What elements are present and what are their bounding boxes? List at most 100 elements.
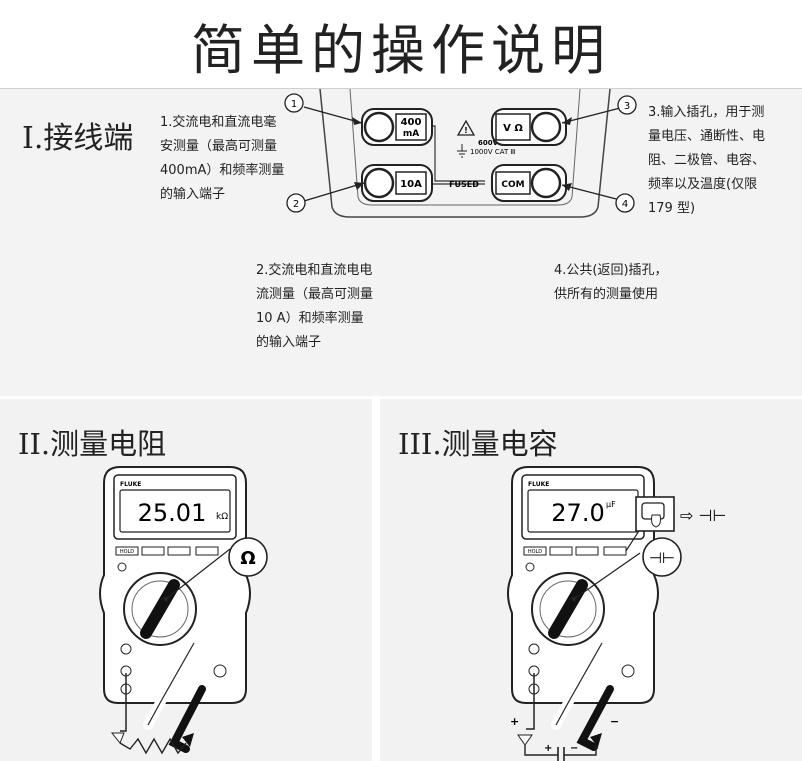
jack-400ma — [363, 111, 395, 143]
cap-polarity-plus: + — [544, 743, 552, 754]
callout-line-1 — [303, 106, 363, 124]
terminal-4-description: 4.公共(返回)插孔， 供所有的测量使用 — [554, 259, 668, 307]
ground-icon — [457, 144, 467, 158]
probe-tip-black — [590, 733, 602, 747]
input-jack — [528, 643, 540, 655]
callout-2 — [286, 193, 306, 213]
terminal-1-description: 1.交流电和直流电毫 安测量（最高可测量 400mA）和频率测量 的输入端子 — [160, 111, 284, 207]
dial-ring — [131, 580, 189, 638]
section-resistance: II.测量电阻 FLUKE 25.01 kΩ HOLD — [0, 399, 372, 761]
cap-polarity-minus: − — [570, 743, 578, 754]
minmax-button[interactable] — [141, 546, 165, 556]
callout-line-4 — [561, 184, 625, 202]
probe-tip-black — [182, 733, 194, 747]
input-jack — [213, 664, 227, 678]
callout-4 — [615, 193, 635, 213]
lcd-unit: kΩ — [216, 512, 228, 522]
test-lead-red — [120, 673, 127, 732]
callout-line-2 — [303, 182, 365, 202]
ohm-callout-circle — [228, 537, 268, 577]
page-title: 简单的操作说明 — [191, 19, 611, 82]
dial-point — [163, 596, 169, 602]
capacitance-callout: ⊣⊢ — [642, 537, 682, 577]
arrow-icon — [354, 182, 364, 190]
polarity-plus: + — [510, 715, 519, 728]
probe-tip-arrow — [110, 732, 125, 744]
capacitance-callout-circle — [642, 537, 682, 577]
desc-line: 10 A）和频率测量 — [256, 311, 364, 326]
input-jack — [621, 664, 635, 678]
header: 简单的操作说明 — [0, 0, 802, 89]
jack-v-label: V Ω — [503, 123, 523, 134]
finger-icon — [651, 514, 661, 528]
terminal-3-description: 3.输入插孔，用于测 量电压、通断性、电 阻、二极管、电容、 频率以及温度(仅限… — [648, 101, 765, 221]
section-capacitance-heading: III.测量电容 — [398, 427, 558, 461]
dial-callout-line — [165, 548, 231, 600]
jack-400ma-label: 400 — [401, 117, 422, 128]
polarity-minus: − — [610, 715, 619, 728]
range-button[interactable] — [167, 546, 191, 556]
lcd-reading: 27.0 — [551, 499, 604, 527]
meter-outline — [319, 89, 611, 218]
arrow-icon — [562, 117, 572, 125]
section-capacitance: III.测量电容 FLUKE 27.0 μF HOLD — [380, 399, 802, 761]
label-box — [495, 171, 531, 195]
label-box — [395, 171, 427, 195]
capacitor-circuit — [524, 745, 597, 756]
label-box — [395, 113, 427, 141]
terminal-diagram: 400 mA 10A FUSED ! 600V CAT Ⅳ 1000V CAT … — [284, 89, 637, 218]
desc-line: 流测量（最高可测量 — [256, 287, 374, 302]
arrow-icon — [352, 117, 362, 125]
section-resistance-heading: II.测量电阻 — [18, 427, 167, 461]
resistor-symbol — [119, 737, 187, 755]
dial-point — [571, 596, 577, 602]
hold-button[interactable] — [115, 546, 139, 556]
desc-line: 179 型) — [648, 201, 696, 216]
section-terminals-heading: I.接线端 — [22, 121, 134, 156]
desc-line: 阻、二极管、电容、 — [648, 153, 766, 168]
hold-button-label: HOLD — [120, 549, 134, 555]
arrow-icon — [562, 183, 572, 191]
desc-line: 4.公共(返回)插孔， — [554, 263, 668, 278]
desc-line: 的输入端子 — [160, 187, 226, 202]
dial-callout-line — [573, 552, 641, 600]
backlight-button[interactable] — [195, 546, 219, 556]
lcd-reading: 25.01 — [138, 499, 207, 527]
jack-400ma-unit: mA — [403, 129, 419, 139]
hold-button[interactable] — [523, 546, 547, 556]
lcd-unit: μF — [606, 500, 616, 509]
probe-outline — [555, 642, 603, 726]
desc-line: 安测量（最高可测量 — [160, 139, 278, 154]
test-lead-red — [526, 673, 535, 730]
capacitance-mode-icon: ⇨ ⊣⊢ — [680, 506, 726, 525]
capacitor-symbol-icon: ⊣⊢ — [649, 549, 675, 567]
hold-button-label: HOLD — [528, 549, 542, 555]
minmax-button[interactable] — [549, 546, 573, 556]
terminal-2-description: 2.交流电和直流电电 流测量（最高可测量 10 A）和频率测量 的输入端子 — [256, 259, 373, 355]
dial-ring — [539, 580, 597, 638]
warning-mark: ! — [464, 126, 468, 135]
desc-line: 400mA）和频率测量 — [160, 163, 285, 178]
jack-v — [530, 111, 562, 143]
power-indicator — [117, 562, 127, 572]
probe-outline — [147, 642, 195, 726]
desc-line: 量电压、通断性、电 — [648, 129, 766, 144]
column-divider — [372, 398, 380, 761]
lcd-screen — [119, 489, 231, 533]
yellow-button[interactable] — [603, 546, 627, 556]
range-button[interactable] — [575, 546, 599, 556]
ohm-callout: Ω — [228, 537, 268, 577]
ohm-symbol-icon: Ω — [240, 548, 255, 569]
desc-line: 供所有的测量使用 — [554, 287, 659, 302]
resistance-meter-illustration: FLUKE 25.01 kΩ HOLD — [99, 466, 251, 755]
callout-4-number: 4 — [622, 199, 628, 210]
fused-label: FUSED — [449, 180, 479, 189]
callout-line-3 — [561, 106, 625, 124]
brand-label: FLUKE — [120, 481, 141, 488]
capacitance-meter-illustration: FLUKE 27.0 μF HOLD — [507, 466, 659, 761]
desc-line: 2.交流电和直流电电 — [256, 263, 373, 278]
input-jack — [120, 643, 132, 655]
desc-line: 频率以及温度(仅限 — [648, 177, 758, 192]
callout-1 — [284, 93, 304, 113]
